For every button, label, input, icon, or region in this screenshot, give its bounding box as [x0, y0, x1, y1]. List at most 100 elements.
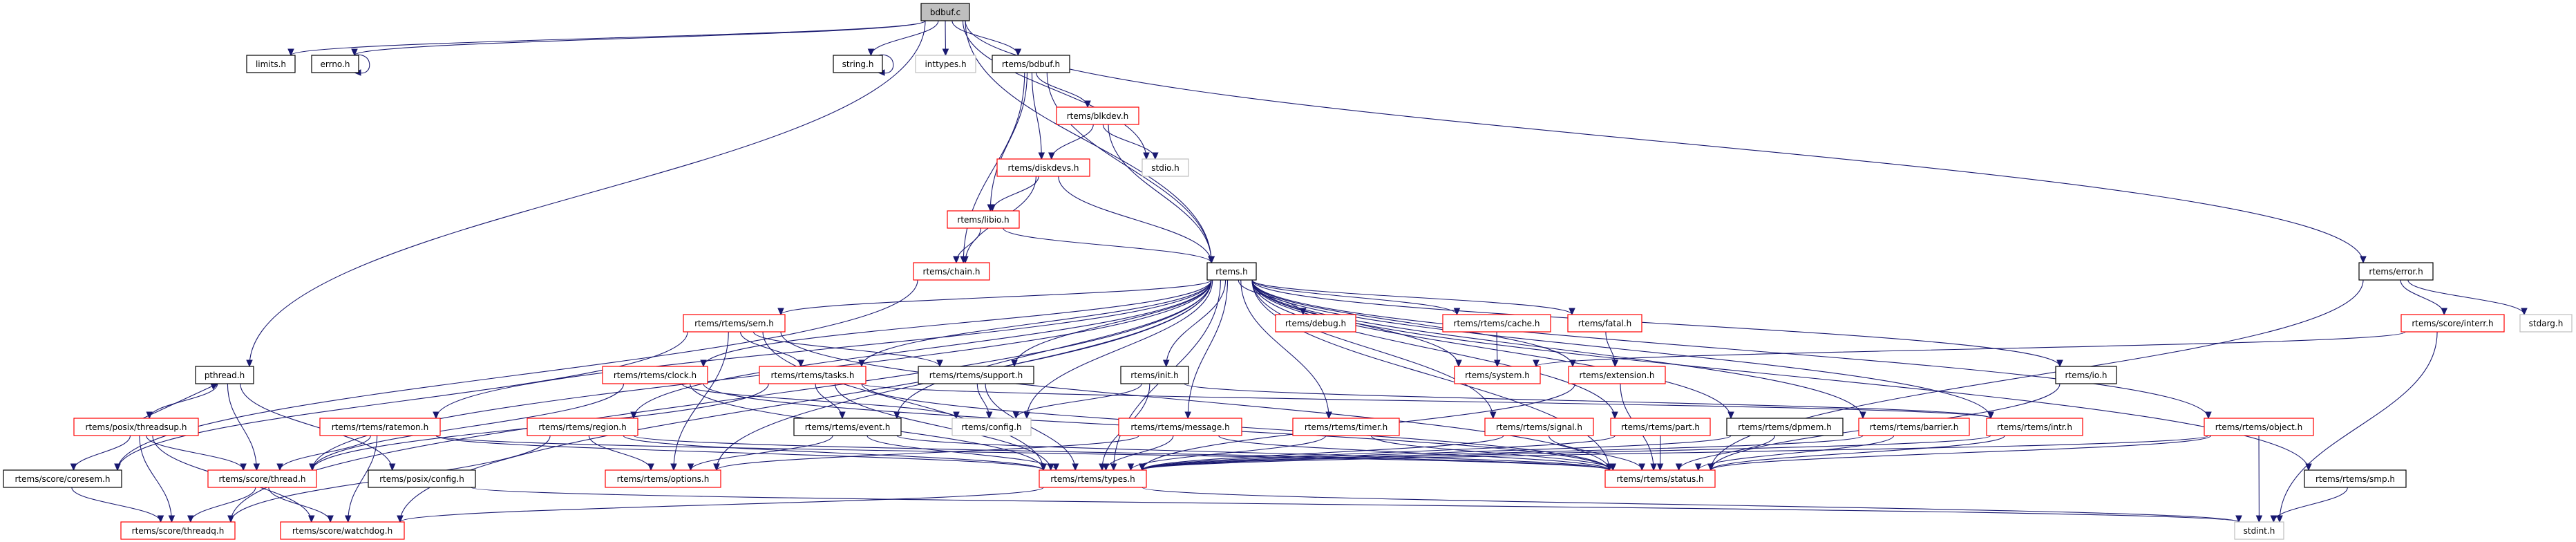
edge-line [1548, 435, 1642, 471]
edge-init_h-to-config_h [1012, 383, 1142, 420]
node-system-h[interactable]: rtems/system.h [1454, 366, 1541, 384]
node-posixconfig-h[interactable]: rtems/posix/config.h [368, 469, 476, 488]
node-box [996, 158, 1090, 177]
node-smp-h[interactable]: rtems/rtems/smp.h [2304, 469, 2407, 488]
node-label: rtems/rtems/status.h [1616, 474, 1703, 484]
node-label: rtems/rtems/sem.h [694, 319, 774, 328]
node-box [951, 418, 1032, 436]
node-label: rtems/blkdev.h [1067, 111, 1129, 121]
node-watchdog-h[interactable]: rtems/score/watchdog.h [280, 521, 405, 540]
node-string-h[interactable]: string.h [833, 55, 883, 73]
node-label: rtems/config.h [961, 422, 1021, 432]
node-fatal-h[interactable]: rtems/fatal.h [1567, 314, 1642, 333]
edge-line [290, 20, 926, 56]
edge-line [312, 383, 625, 471]
edge-rtems_h-to-part_h [1251, 279, 1618, 420]
arrowhead-icon [1038, 152, 1045, 160]
node-box [1292, 418, 1400, 436]
node-support-h[interactable]: rtems/rtems/support.h [918, 366, 1034, 384]
edge-event_h-to-options_h [687, 435, 833, 471]
edge-line [2273, 487, 2348, 523]
node-limits-h[interactable]: limits.h [246, 55, 296, 73]
node-ratemon-h[interactable]: rtems/rtems/ratemon.h [319, 418, 441, 436]
edge-line [1251, 279, 1732, 419]
node-dpmem-h[interactable]: rtems/rtems/dpmem.h [1726, 418, 1844, 436]
node-pthread-h[interactable]: pthread.h [195, 366, 254, 384]
edge-threadsup_h-to-pthread_h [142, 383, 219, 419]
node-object-h[interactable]: rtems/rtems/object.h [2204, 418, 2314, 436]
edge-line [762, 331, 1044, 471]
edge-init_h-to-intr_h [1184, 383, 1994, 420]
node-barrier-h[interactable]: rtems/rtems/barrier.h [1858, 418, 1970, 436]
edge-rtems_h-to-barrier_h [1251, 279, 1866, 420]
node-clock-h[interactable]: rtems/rtems/clock.h [602, 366, 708, 384]
edge-line [1142, 487, 2239, 523]
arrowhead-icon [777, 308, 784, 316]
node-diskdevs-h[interactable]: rtems/diskdevs.h [996, 158, 1090, 177]
node-box [1118, 418, 1242, 436]
node-rtems-h[interactable]: rtems.h [1206, 262, 1257, 281]
node-cache-h[interactable]: rtems/rtems/cache.h [1442, 314, 1551, 333]
node-coresem-h[interactable]: rtems/score/coresem.h [3, 469, 122, 488]
node-bdbuf-h[interactable]: rtems/bdbuf.h [992, 55, 1070, 73]
node-box [2055, 366, 2117, 384]
node-debug-h[interactable]: rtems/debug.h [1275, 314, 1356, 333]
arrowhead-icon [1152, 152, 1159, 160]
node-bdbuf-c[interactable]: bdbuf.c [920, 3, 970, 21]
arrowhead-icon [713, 463, 720, 471]
node-label: rtems/rtems/object.h [2215, 422, 2302, 432]
edge-line [633, 279, 1212, 419]
node-label: rtems/rtems/event.h [805, 422, 891, 432]
node-thread-h[interactable]: rtems/score/thread.h [207, 469, 317, 488]
edge-line [1240, 279, 1329, 419]
edge-object_h-to-status_h [1707, 435, 2212, 471]
edge-ratemon_h-to-types_h [435, 435, 1047, 471]
node-timer-h[interactable]: rtems/rtems/timer.h [1292, 418, 1400, 436]
node-sem-h[interactable]: rtems/rtems/sem.h [683, 314, 786, 333]
node-tasks-h[interactable]: rtems/rtems/tasks.h [759, 366, 866, 384]
arrowhead-icon [1611, 411, 1618, 420]
node-error-h[interactable]: rtems/error.h [2358, 262, 2434, 281]
node-region-h[interactable]: rtems/rtems/region.h [527, 418, 638, 436]
arrowhead-icon [1143, 152, 1150, 160]
node-intr-h[interactable]: rtems/rtems/intr.h [1986, 418, 2083, 436]
arrowhead-icon [2360, 256, 2367, 264]
node-errno-h[interactable]: errno.h [311, 55, 359, 73]
node-types-h[interactable]: rtems/rtems/types.h [1039, 469, 1147, 488]
node-label: rtems/rtems/barrier.h [1870, 422, 1959, 432]
node-part-h[interactable]: rtems/rtems/part.h [1610, 418, 1711, 436]
node-event-h[interactable]: rtems/rtems/event.h [793, 418, 902, 436]
node-threadq-h[interactable]: rtems/score/threadq.h [120, 521, 236, 540]
edge-blkdev_h-to-diskdevs_h [1048, 124, 1094, 160]
node-signal-h[interactable]: rtems/rtems/signal.h [1484, 418, 1594, 436]
node-init-h[interactable]: rtems/init.h [1120, 366, 1189, 384]
edge-line [1710, 435, 2005, 471]
arrowhead-icon [867, 48, 875, 57]
edge-ratemon_h-to-watchdog_h [344, 435, 378, 523]
edge-line [866, 435, 1057, 471]
node-options-h[interactable]: rtems/rtems/options.h [605, 469, 721, 488]
arrowhead-icon [1127, 463, 1135, 471]
node-blkdev-h[interactable]: rtems/blkdev.h [1056, 106, 1139, 125]
node-chain-h[interactable]: rtems/chain.h [913, 262, 990, 281]
edge-bdbuf_h-to-libio_h [987, 72, 1028, 212]
node-interr-h[interactable]: rtems/score/interr.h [2400, 314, 2505, 333]
arrowhead-icon [2441, 308, 2447, 316]
arrowhead-icon [2270, 515, 2277, 523]
node-label: errno.h [321, 59, 350, 69]
edge-rtems_h-to-dpmem_h [1251, 279, 1734, 420]
node-box [1567, 314, 1642, 333]
node-label: rtems/rtems/ratemon.h [332, 422, 428, 432]
node-extension-h[interactable]: rtems/extension.h [1568, 366, 1666, 384]
node-threadsup-h[interactable]: rtems/posix/threadsup.h [73, 418, 199, 436]
edge-interr_h-to-system_h [1533, 331, 2406, 368]
arrowhead-icon [276, 463, 283, 471]
node-io-h[interactable]: rtems/io.h [2055, 366, 2117, 384]
node-message-h[interactable]: rtems/rtems/message.h [1118, 418, 1242, 436]
node-label: rtems/rtems/support.h [929, 371, 1023, 380]
node-label: rtems/system.h [1465, 371, 1530, 380]
node-libio-h[interactable]: rtems/libio.h [947, 210, 1020, 229]
arrowhead-icon [962, 256, 969, 264]
node-box [2204, 418, 2314, 436]
node-status-h[interactable]: rtems/rtems/status.h [1604, 469, 1716, 488]
